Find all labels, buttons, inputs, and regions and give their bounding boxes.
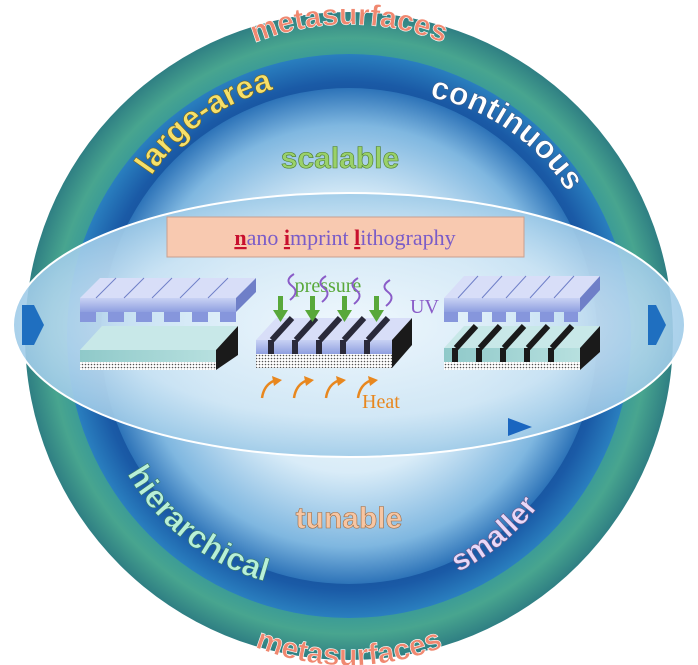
- title-initial-i: i: [284, 225, 290, 250]
- title-initial-l: l: [354, 225, 360, 250]
- process-direction-arrow-icon: [152, 418, 532, 436]
- pressure-label: pressure: [295, 275, 362, 297]
- imprint-stack-middle-icon: [256, 315, 412, 368]
- left-edge-arrow-icon: [22, 305, 44, 345]
- mold-right-icon: [444, 275, 600, 322]
- right-edge-arrow-icon: [648, 305, 666, 345]
- tunable-label: tunable: [296, 502, 403, 535]
- scalable-label: scalable: [281, 142, 399, 175]
- title-part-nano: ano: [247, 225, 284, 250]
- title-part-imprint: mprint: [290, 225, 354, 250]
- uv-waves-icon: [287, 273, 393, 307]
- nanoimprint-lithography-title: nano imprint lithography: [166, 216, 525, 258]
- title-part-lithography: ithography: [360, 225, 455, 250]
- pressure-arrows-icon: [273, 296, 384, 322]
- title-initial-n: n: [234, 225, 246, 250]
- mold-left-icon: [80, 277, 256, 322]
- uv-label: UV: [410, 296, 439, 318]
- heat-arrowheads-icon: [272, 376, 378, 386]
- patterned-substrate-right-icon: [444, 323, 600, 370]
- heat-label: Heat: [362, 391, 400, 413]
- substrate-left-icon: [80, 326, 238, 370]
- svg-text:nano imprint lithography: nano imprint lithography: [234, 225, 455, 250]
